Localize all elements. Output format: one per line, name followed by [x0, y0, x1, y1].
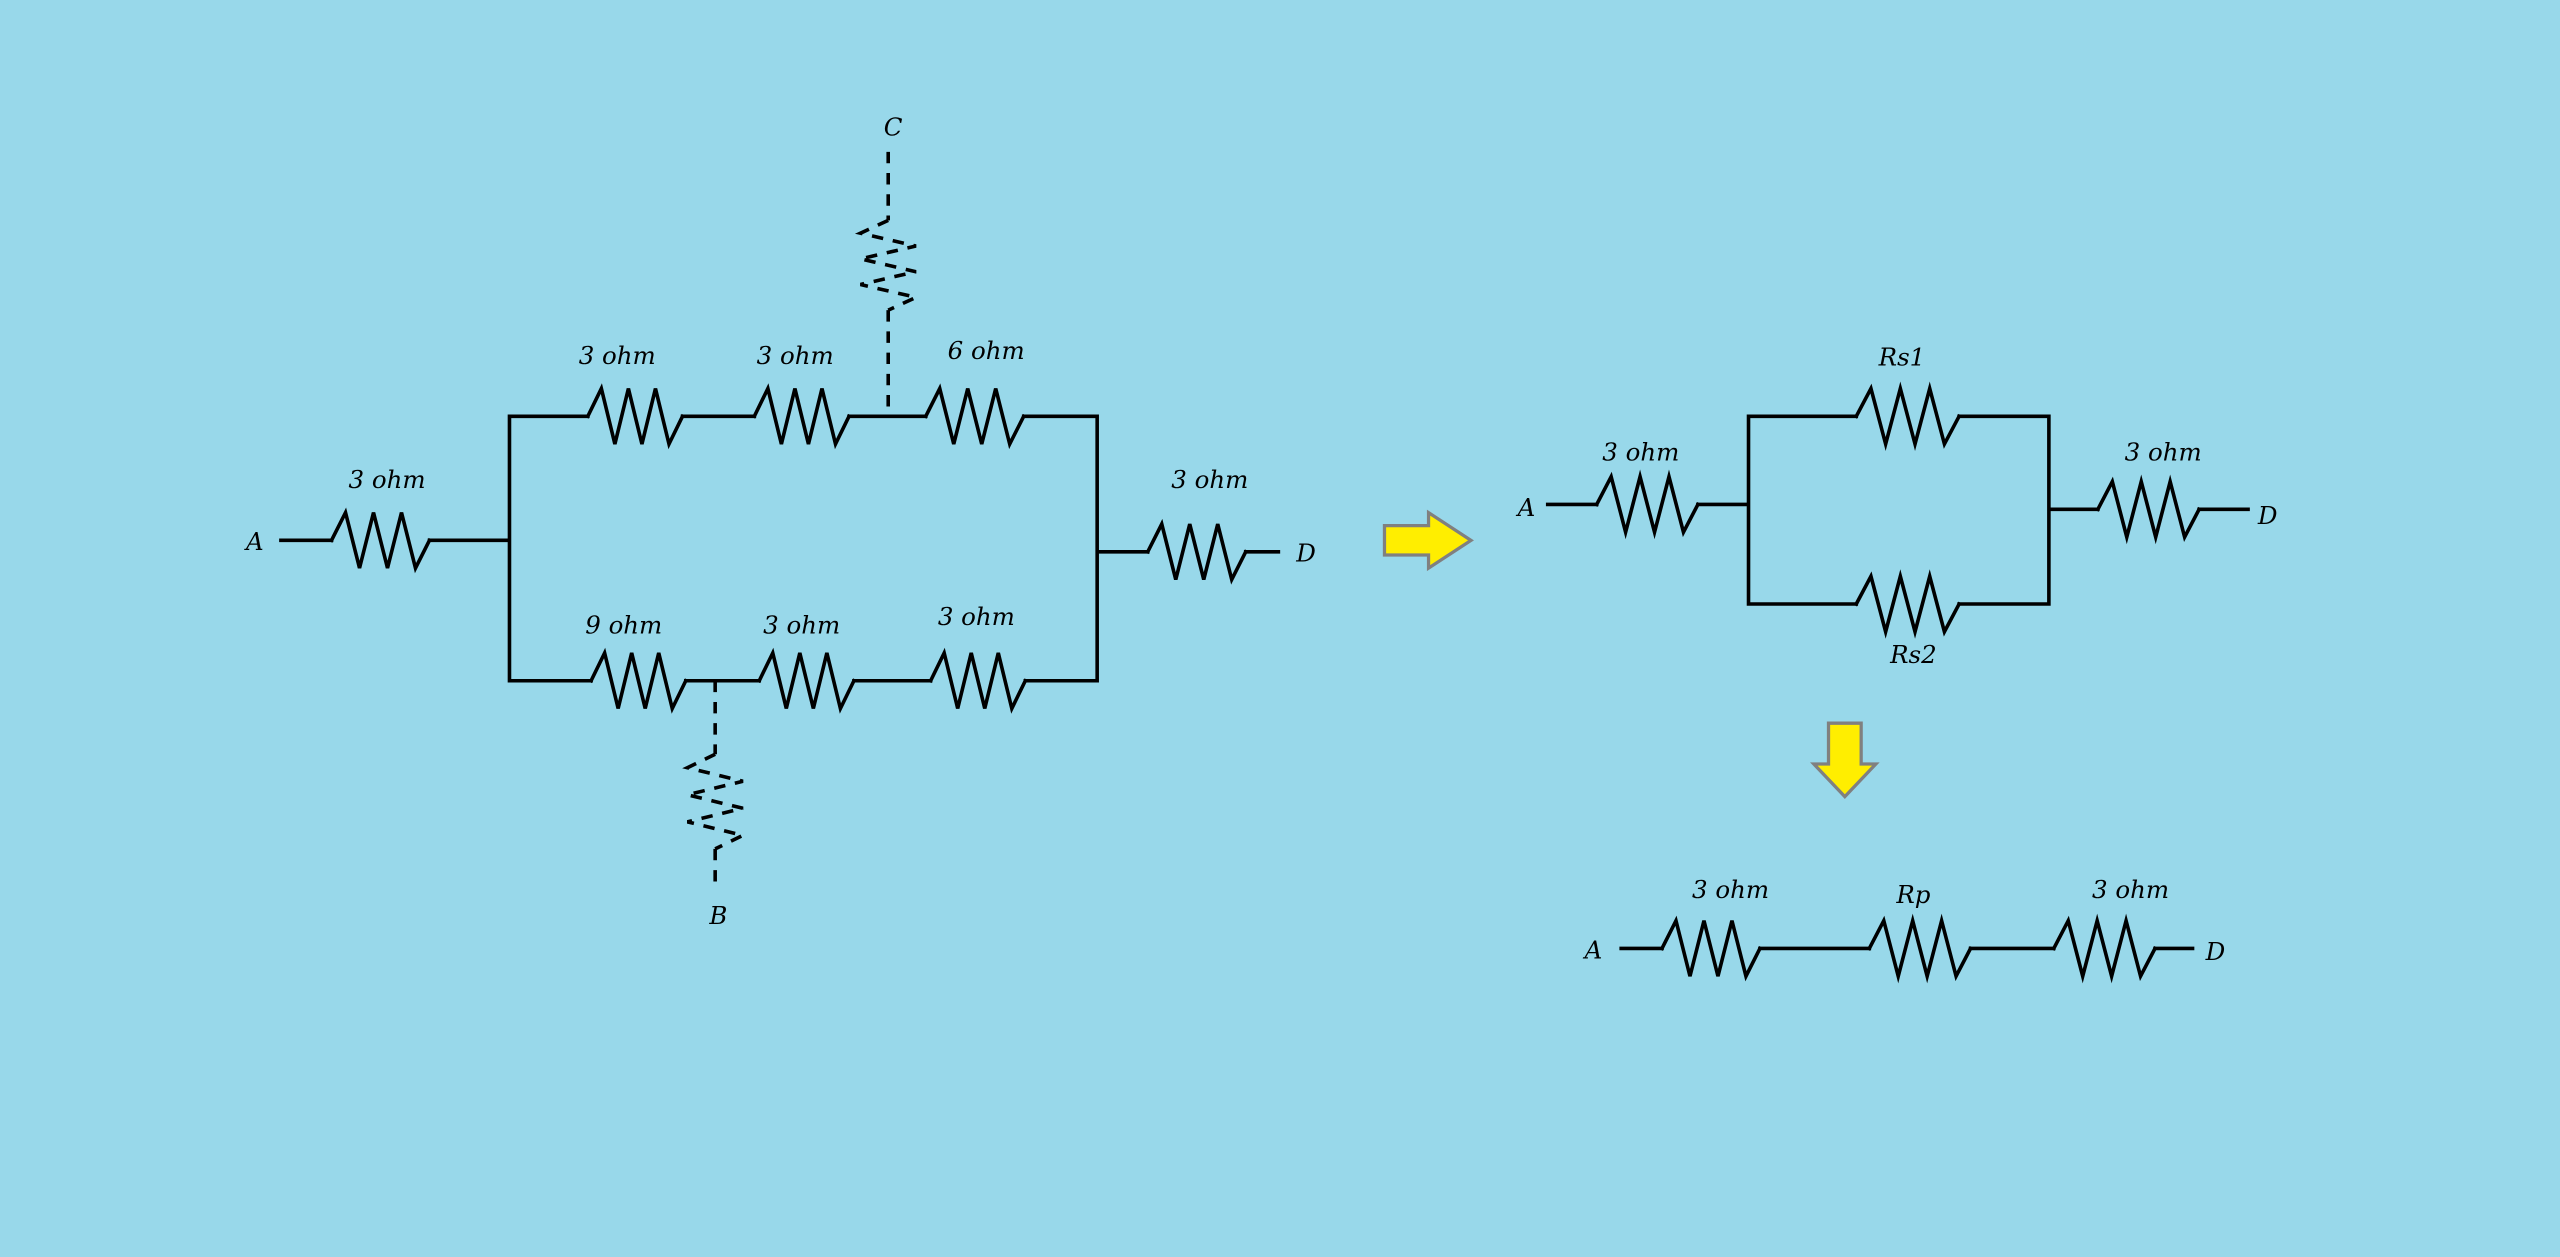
bottom-resistor-1-label: 9 ohm: [585, 610, 662, 639]
step2-terminal-a-label: A: [1516, 493, 1536, 522]
top-resistor-2-label: 3 ohm: [757, 341, 834, 370]
step2-output-resistor-icon: [2095, 474, 2202, 545]
step3-terminal-a-label: A: [1583, 935, 1603, 964]
output-resistor-icon: [1145, 518, 1249, 585]
top-resistor-1-icon: [585, 383, 685, 450]
step2-input-resistor-icon: [1594, 469, 1701, 540]
input-resistor-icon: [329, 507, 432, 574]
bottom-resistor-2-icon: [756, 647, 857, 714]
rs2-label: Rs2: [1889, 640, 1937, 669]
top-resistor-3-icon: [923, 383, 1027, 450]
output-resistor-label: 3 ohm: [1171, 465, 1248, 494]
b-branch-dashed-resistor-icon: [682, 752, 749, 851]
input-resistor-label: 3 ohm: [349, 465, 426, 494]
bottom-resistor-1-icon: [588, 647, 689, 714]
top-resistor-2-icon: [751, 383, 852, 450]
rp-label: Rp: [1895, 880, 1930, 909]
terminal-d-label: D: [1295, 539, 1316, 568]
bottom-resistor-3-label: 3 ohm: [938, 602, 1015, 631]
resistors: [329, 218, 2202, 984]
rs1-label: Rs1: [1878, 343, 1926, 372]
down-arrow-icon: [1810, 721, 1880, 800]
step3-resistor-1-icon: [1659, 915, 1763, 982]
step3-resistor-1-label: 3 ohm: [1692, 875, 1769, 904]
c-branch-dashed-resistor-icon: [854, 218, 922, 312]
step2-terminal-d-label: D: [2257, 501, 2278, 530]
right-arrow-icon: [1382, 509, 1474, 572]
top-resistor-1-label: 3 ohm: [579, 341, 656, 370]
bottom-resistor-2-label: 3 ohm: [763, 610, 840, 639]
top-resistor-3-label: 6 ohm: [948, 336, 1025, 365]
terminal-c-label: C: [884, 112, 903, 141]
rs1-resistor-icon: [1853, 381, 1962, 452]
step3-resistor-3-label: 3 ohm: [2092, 875, 2169, 904]
step2-output-resistor-label: 3 ohm: [2125, 437, 2202, 466]
rp-resistor-icon: [1866, 913, 1973, 984]
terminal-b-label: B: [708, 901, 727, 930]
bottom-resistor-3-icon: [928, 647, 1028, 714]
step3-resistor-3-icon: [2051, 913, 2158, 984]
rs2-resistor-icon: [1853, 569, 1962, 639]
step2-input-resistor-label: 3 ohm: [1602, 437, 1679, 466]
wires: [279, 151, 2250, 951]
step3-terminal-d-label: D: [2205, 937, 2226, 966]
terminal-a-label: A: [244, 527, 264, 556]
